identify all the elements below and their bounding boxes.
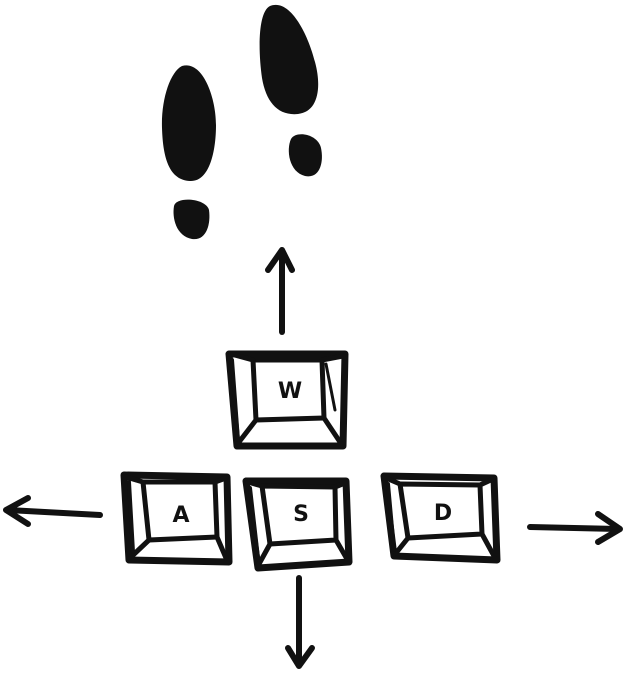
key-w-label: W	[278, 379, 302, 404]
arrow-up-icon	[265, 247, 295, 335]
arrow-down-icon	[285, 575, 315, 669]
key-w: W	[225, 350, 349, 450]
key-d: D	[380, 472, 501, 564]
key-d-label: D	[434, 501, 452, 526]
key-a: A	[120, 471, 233, 566]
key-s-label: S	[293, 502, 309, 527]
right-footprint-icon	[259, 4, 322, 177]
arrow-left-icon	[3, 495, 103, 527]
left-footprint-icon	[161, 65, 216, 240]
arrow-right-icon	[527, 511, 623, 545]
key-s: S	[242, 477, 353, 572]
key-a-label: A	[172, 503, 189, 528]
